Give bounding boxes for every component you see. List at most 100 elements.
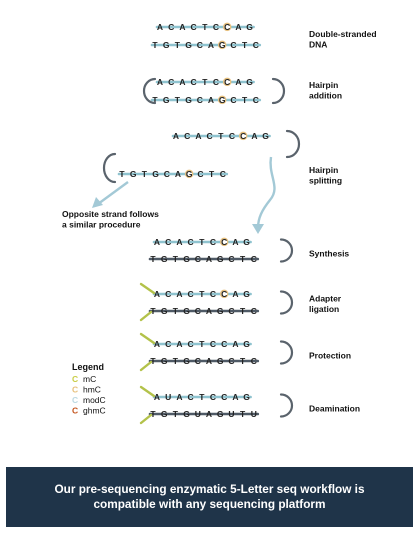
split-left-strand-base: G (186, 169, 193, 179)
dea-bottom-strand-base: A (206, 409, 212, 419)
syn-top-strand-hmc-ring (219, 237, 229, 247)
syn-top-strand-base: A (232, 237, 238, 247)
syn-bottom-strand-base: G (161, 254, 168, 264)
summary-banner: Our pre-sequencing enzymatic 5-Letter se… (6, 467, 413, 527)
dea-bottom-strand-base: G (217, 409, 224, 419)
lig-bottom-strand-base: G (161, 306, 168, 316)
split-left-hairpin (102, 152, 117, 184)
step-label-adapter-ligation: ligation (309, 304, 339, 314)
syn-bottom-strand-base: T (173, 254, 179, 264)
step-label-adapter-ligation: Adapter (309, 294, 342, 304)
lig-bottom-strand-base: G (183, 306, 190, 316)
ha-top-strand-base: G (246, 77, 253, 87)
syn-top-strand-base: T (199, 237, 205, 247)
lig-bottom-strand-base: C (195, 306, 201, 316)
legend-letter-ghmC: C (72, 406, 78, 416)
ds-top-strand-base: T (202, 22, 208, 32)
syn-hairpin (279, 238, 294, 263)
ha-top-strand-base: C (168, 77, 174, 87)
lig-bottom-strand-base: G (217, 306, 224, 316)
legend-label-mC: mC (83, 374, 96, 384)
split-right-strand-hmc-ring (238, 131, 248, 141)
pro-bottom-strand-base: G (183, 356, 190, 366)
split-right-strand-base: C (184, 131, 190, 141)
pro-adapter-bottom (139, 360, 153, 372)
step-label-double-stranded: Double-stranded (309, 29, 377, 39)
lig-bottom-strand-base: T (173, 306, 179, 316)
dea-top-strand-base: C (188, 392, 194, 402)
ds-bottom-strand-base: G (163, 40, 170, 50)
lig-top-strand-base: C (165, 289, 171, 299)
pro-bottom-strand-base: T (150, 356, 156, 366)
dea-top-strand-base: A (232, 392, 238, 402)
ds-top-strand-hmc-ring (222, 22, 232, 32)
lig-bottom-strand-base: T (240, 306, 246, 316)
pro-bottom-strand-base: A (206, 356, 212, 366)
syn-top-strand-base: G (243, 237, 250, 247)
step-label-hairpin-splitting: splitting (309, 176, 342, 186)
syn-top-strand-base: C (210, 237, 216, 247)
dea-top-strand-base: T (199, 392, 205, 402)
split-right-strand-base: A (195, 131, 201, 141)
lig-bottom-strand-base: C (228, 306, 234, 316)
dea-top-strand-base: U (165, 392, 171, 402)
ha-bottom-strand-base: G (185, 95, 192, 105)
lig-top-strand-base: C (188, 289, 194, 299)
syn-bottom-strand-base: A (206, 254, 212, 264)
dea-top-strand-base: A (176, 392, 182, 402)
pro-top-strand-base: T (199, 339, 205, 349)
ha-bottom-strand-base: T (152, 95, 158, 105)
syn-top-strand-base: C (188, 237, 194, 247)
step-label-hairpin-addition: Hairpin (309, 80, 338, 90)
pro-bottom-strand-base: C (251, 356, 257, 366)
dea-bottom-strand-base: T (173, 409, 179, 419)
ds-bottom-strand-base: T (175, 40, 181, 50)
ds-bottom-strand-base: T (152, 40, 158, 50)
dea-top-strand-base: C (210, 392, 216, 402)
pro-bottom-strand-base: C (195, 356, 201, 366)
syn-bottom-strand-base: G (183, 254, 190, 264)
dea-adapter-bottom (139, 413, 153, 425)
ds-bottom-strand-base: G (185, 40, 192, 50)
pro-top-strand-base: A (154, 339, 160, 349)
dea-top-strand-base: A (154, 392, 160, 402)
dea-bottom-strand-base: U (251, 409, 257, 419)
split-left-strand-base: G (130, 169, 137, 179)
split-right-strand-base: G (262, 131, 269, 141)
lig-top-strand-base: G (243, 289, 250, 299)
pro-top-strand-base: C (165, 339, 171, 349)
ds-top-strand-base: C (191, 22, 197, 32)
ha-top-strand-base: A (157, 77, 163, 87)
ds-top-strand-base: A (235, 22, 241, 32)
ha-top-strand-base: C (224, 77, 230, 87)
ha-bottom-strand-base: G (163, 95, 170, 105)
step-label-protection: Protection (309, 351, 351, 361)
syn-top-strand-base: A (154, 237, 160, 247)
flow-arrow-line (256, 156, 276, 229)
pro-bottom-strand-base: T (240, 356, 246, 366)
ha-top-strand-base: A (179, 77, 185, 87)
split-right-strand-base: T (218, 131, 224, 141)
split-left-strand-base: A (175, 169, 181, 179)
dea-adapter-top (139, 385, 156, 398)
ha-bottom-strand-base: C (197, 95, 203, 105)
dea-bottom-strand-base: T (240, 409, 246, 419)
dea-bottom-strand-base: T (150, 409, 156, 419)
lig-adapter-bottom (139, 310, 153, 322)
ds-top-strand-base: C (213, 22, 219, 32)
ds-top-strand-base: A (157, 22, 163, 32)
syn-bottom-strand-base: T (150, 254, 156, 264)
step-label-deamination: Deamination (309, 404, 360, 414)
legend-label-hmC: hmC (83, 385, 101, 395)
split-left-strand-base: C (197, 169, 203, 179)
split-left-strand-base: T (119, 169, 125, 179)
ds-bottom-strand-base: C (197, 40, 203, 50)
syn-bottom-strand-base: C (195, 254, 201, 264)
pro-top-strand-base: G (243, 339, 250, 349)
ha-bottom-strand-base: T (175, 95, 181, 105)
legend-label-modC: modC (83, 395, 106, 405)
flow-arrowhead (252, 224, 264, 234)
lig-top-strand-base: C (221, 289, 227, 299)
pro-hairpin (279, 340, 294, 365)
lig-adapter-top (139, 282, 156, 295)
